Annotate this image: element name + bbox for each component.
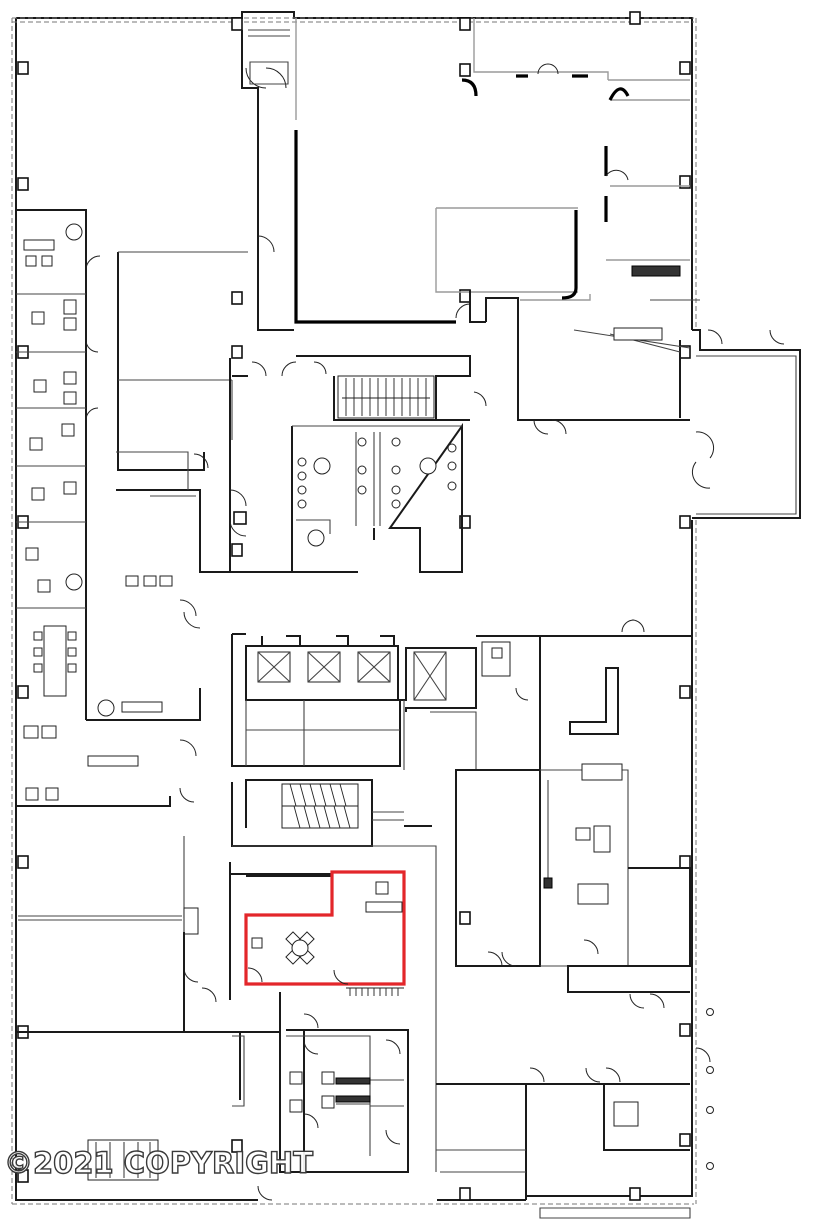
elevator-core <box>229 633 477 1172</box>
west-offices <box>16 209 201 721</box>
exterior-walls <box>11 11 801 1205</box>
unit-outline <box>244 870 406 986</box>
southwest-suites <box>15 720 280 1201</box>
copyright-watermark: ©2021 COPYRIGHT <box>3 1145 313 1180</box>
core-stair-restrooms <box>179 355 487 629</box>
south-restrooms <box>279 992 409 1173</box>
east-suites <box>436 619 711 1200</box>
highlighted-unit <box>244 870 406 996</box>
northwest-suite <box>116 29 294 587</box>
north-suite <box>294 18 785 489</box>
structural-columns <box>17 11 691 1201</box>
site-markers <box>539 1008 714 1219</box>
